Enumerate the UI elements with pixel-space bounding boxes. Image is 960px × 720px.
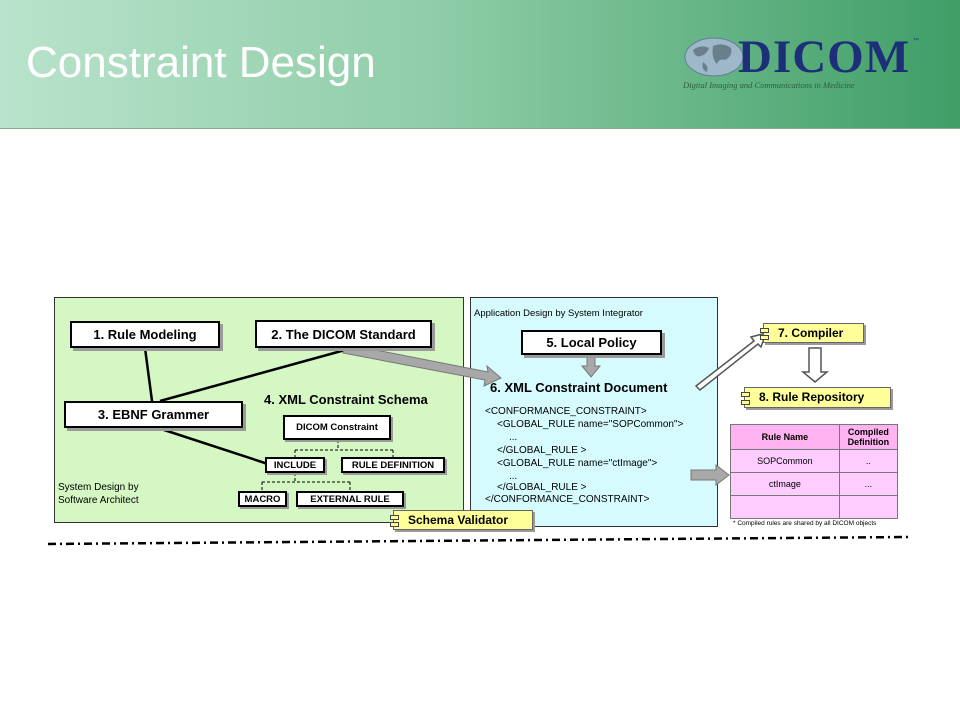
arrow-document-to-compiler [694,331,768,392]
column-header-rule-name: Rule Name [730,424,840,450]
xml-line: <GLOBAL_RULE name="ctImage"> [497,458,658,469]
system-design-caption-2: Software Architect [58,495,139,506]
application-design-caption: Application Design by System Integrator [474,308,643,319]
table-row: SOPCommon .. [730,449,899,473]
link-standard-ebnf [159,348,346,403]
external-rule-node: EXTERNAL RULE [296,491,404,507]
table-cell: .. [838,449,899,473]
page-title: Constraint Design [26,38,376,87]
link-ebnf-include [154,425,269,466]
column-header-compiled-definition: Compiled Definition [838,424,899,450]
component-icon [390,515,399,520]
arrow-compiler-to-repository [800,347,830,383]
xml-schema-label: 4. XML Constraint Schema [264,392,428,407]
rule-repository-label: 8. Rule Repository [759,390,865,404]
logo-tagline: Digital Imaging and Communications in Me… [683,80,855,90]
table-footnote: * Compiled rules are shared by all DICOM… [733,520,877,527]
table-cell: SOPCommon [730,449,840,473]
table-cell: ctImage [730,472,840,496]
xml-line: <CONFORMANCE_CONSTRAINT> [485,406,647,417]
table-header-row: Rule Name Compiled Definition [730,424,899,450]
xml-line: </CONFORMANCE_CONSTRAINT> [485,494,650,505]
include-node: INCLUDE [265,457,325,473]
local-policy-box: 5. Local Policy [521,330,662,355]
arrow-standard-to-document [342,343,502,387]
component-icon [760,335,769,340]
rule-definition-node: RULE DEFINITION [341,457,445,473]
xml-line: </GLOBAL_RULE > [497,482,587,493]
trademark-mark: ™ [913,38,919,44]
dicom-standard-box: 2. The DICOM Standard [255,320,432,348]
schema-validator-label: Schema Validator [408,513,509,527]
component-icon [390,522,399,527]
dicom-logo: DICOM [738,31,911,83]
component-icon [741,392,750,397]
table-row [730,495,899,519]
rule-repository-table: Rule Name Compiled Definition SOPCommon … [730,424,899,519]
compiler-component: 7. Compiler [760,323,864,343]
boundary-dashed-line [47,535,909,546]
schema-validator-component: Schema Validator [390,510,533,530]
xml-document-label: 6. XML Constraint Document [490,380,668,395]
globe-icon [684,37,744,77]
xml-line: ... [509,471,518,482]
xml-line: </GLOBAL_RULE > [497,445,587,456]
link-rule-modeling-ebnf [143,347,154,402]
schema-tree-lines [261,440,394,491]
xml-line: <GLOBAL_RULE name="SOPCommon"> [497,419,684,430]
macro-node: MACRO [238,491,287,507]
dicom-constraint-node: DICOM Constraint [283,415,391,440]
system-design-caption-1: System Design by [58,482,139,493]
table-cell: ... [838,472,899,496]
title-banner [0,0,960,129]
table-cell [730,495,840,519]
component-icon [741,400,750,405]
table-row: ctImage ... [730,472,899,496]
xml-line: ... [509,432,518,443]
arrow-document-to-table [690,463,730,487]
table-cell [838,495,899,519]
rule-repository-component: 8. Rule Repository [741,387,891,408]
component-icon [760,328,769,333]
arrow-policy-to-document [580,356,602,378]
rule-modeling-box: 1. Rule Modeling [70,321,220,348]
compiler-label: 7. Compiler [778,326,844,340]
ebnf-grammar-box: 3. EBNF Grammer [64,401,243,428]
